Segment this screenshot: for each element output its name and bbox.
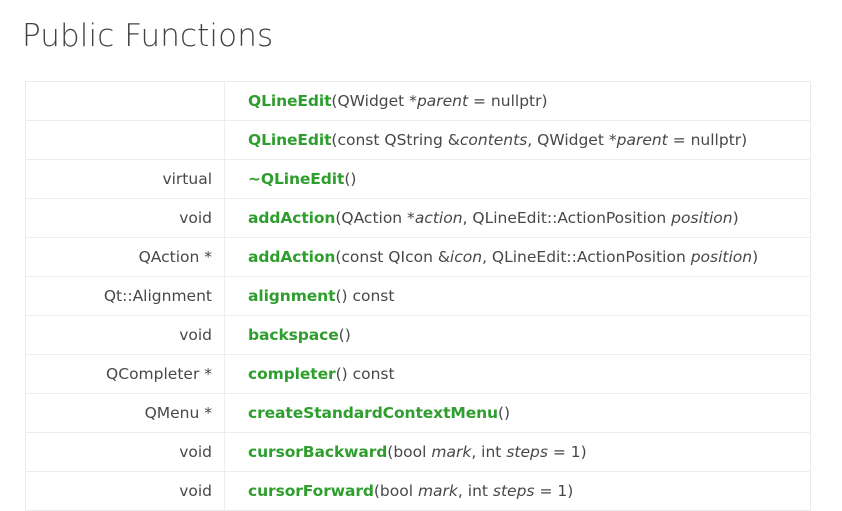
return-type-text: void — [179, 326, 212, 344]
function-name-link[interactable]: QLineEdit — [248, 131, 332, 149]
signature-text: (const QIcon & — [335, 248, 450, 266]
parameter-name: action — [414, 209, 463, 227]
table-row: QMenu * createStandardContextMenu() — [25, 393, 811, 433]
table-row: virtual ~QLineEdit() — [25, 159, 811, 199]
signature-text: (const QString & — [331, 131, 460, 149]
return-type-text: virtual — [162, 170, 212, 188]
table-row: void cursorBackward(bool mark, int steps … — [25, 432, 811, 472]
signature-text: = nullptr) — [667, 131, 748, 149]
signature-text: = 1) — [547, 443, 587, 461]
table-row: QAction * addAction(const QIcon &icon, QL… — [25, 237, 811, 277]
page-title: Public Functions — [22, 18, 274, 54]
signature-text: (bool — [387, 443, 432, 461]
function-signature-cell: createStandardContextMenu() — [224, 393, 811, 433]
parameter-name: mark — [431, 443, 472, 461]
return-type-cell: void — [25, 315, 225, 355]
table-row: QLineEdit(QWidget *parent = nullptr) — [25, 81, 811, 121]
parameter-name: icon — [449, 248, 483, 266]
documentation-page: Public Functions QLineEdit(QWidget *pare… — [22, 18, 811, 511]
function-signature-cell: addAction(QAction *action, QLineEdit::Ac… — [224, 198, 811, 238]
parameter-name: contents — [459, 131, 528, 149]
signature-text: (QWidget * — [331, 92, 417, 110]
signature-text: (QAction * — [335, 209, 415, 227]
function-signature-cell: alignment() const — [224, 276, 811, 316]
parameter-name: steps — [506, 443, 548, 461]
return-type-cell — [25, 120, 225, 160]
function-signature-cell: QLineEdit(QWidget *parent = nullptr) — [224, 81, 811, 121]
signature-text: , QLineEdit::ActionPosition — [482, 248, 691, 266]
signature-text: () const — [335, 287, 395, 305]
public-functions-table-wrapper: QLineEdit(QWidget *parent = nullptr)QLin… — [25, 81, 811, 511]
function-name-link[interactable]: addAction — [248, 248, 336, 266]
signature-text: () const — [335, 365, 395, 383]
return-type-cell: void — [25, 198, 225, 238]
return-type-text: void — [179, 443, 212, 461]
function-signature-cell: addAction(const QIcon &icon, QLineEdit::… — [224, 237, 811, 277]
return-type-cell: Qt::Alignment — [25, 276, 225, 316]
table-row: void addAction(QAction *action, QLineEdit… — [25, 198, 811, 238]
return-type-cell: QMenu * — [25, 393, 225, 433]
function-signature-cell: backspace() — [224, 315, 811, 355]
public-functions-table: QLineEdit(QWidget *parent = nullptr)QLin… — [25, 81, 811, 511]
parameter-name: steps — [492, 482, 535, 500]
signature-text: = nullptr) — [468, 92, 548, 110]
function-signature-cell: completer() const — [224, 354, 811, 394]
parameter-name: mark — [417, 482, 458, 500]
table-row: QLineEdit(const QString &contents, QWidg… — [25, 120, 811, 160]
return-type-text: QCompleter * — [106, 365, 212, 383]
function-name-link[interactable]: createStandardContextMenu — [248, 404, 498, 422]
function-name-link[interactable]: alignment — [248, 287, 336, 305]
table-row: void cursorForward(bool mark, int steps =… — [25, 471, 811, 511]
parameter-name: position — [671, 209, 733, 227]
return-type-cell: QCompleter * — [25, 354, 225, 394]
return-type-text: QAction * — [138, 248, 212, 266]
function-signature-cell: cursorBackward(bool mark, int steps = 1) — [224, 432, 811, 472]
table-row: Qt::Alignment alignment() const — [25, 276, 811, 316]
return-type-cell — [25, 81, 225, 121]
signature-text: , QLineEdit::ActionPosition — [462, 209, 672, 227]
function-name-link[interactable]: backspace — [248, 326, 339, 344]
return-type-text: void — [179, 209, 212, 227]
signature-text: (bool — [373, 482, 418, 500]
function-signature-cell: QLineEdit(const QString &contents, QWidg… — [224, 120, 811, 160]
function-name-link[interactable]: addAction — [248, 209, 336, 227]
signature-text: () — [497, 404, 511, 422]
function-name-link[interactable]: QLineEdit — [248, 92, 332, 110]
table-row: void backspace() — [25, 315, 811, 355]
parameter-name: position — [690, 248, 753, 266]
return-type-cell: virtual — [25, 159, 225, 199]
parameter-name: parent — [416, 92, 469, 110]
function-name-link[interactable]: completer — [248, 365, 336, 383]
return-type-cell: void — [25, 432, 225, 472]
function-signature-cell: cursorForward(bool mark, int steps = 1) — [224, 471, 811, 511]
parameter-name: parent — [616, 131, 668, 149]
signature-text: ) — [752, 248, 759, 266]
return-type-cell: void — [25, 471, 225, 511]
signature-text: = 1) — [534, 482, 574, 500]
return-type-text: void — [179, 482, 212, 500]
signature-text: ) — [732, 209, 739, 227]
function-name-link[interactable]: cursorBackward — [248, 443, 388, 461]
signature-text: () — [338, 326, 351, 344]
return-type-text: QMenu * — [144, 404, 212, 422]
function-name-link[interactable]: ~QLineEdit — [248, 170, 345, 188]
return-type-cell: QAction * — [25, 237, 225, 277]
return-type-text: Qt::Alignment — [103, 287, 212, 305]
signature-text: , int — [457, 482, 493, 500]
signature-text: , QWidget * — [527, 131, 617, 149]
signature-text: , int — [471, 443, 507, 461]
table-row: QCompleter * completer() const — [25, 354, 811, 394]
function-name-link[interactable]: cursorForward — [248, 482, 374, 500]
signature-text: () — [344, 170, 357, 188]
function-signature-cell: ~QLineEdit() — [224, 159, 811, 199]
